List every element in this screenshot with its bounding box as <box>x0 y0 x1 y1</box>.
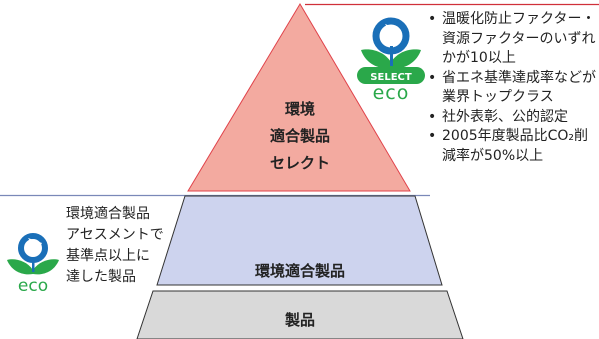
eco-criteria-line-4: 達した製品 <box>66 269 136 285</box>
criteria-item: 2005年度製品比CO₂削減率が50%以上 <box>428 127 598 166</box>
select-badge-text: SELECT <box>370 72 412 83</box>
criteria-item: 省エネ基準達成率などが業界トップクラス <box>428 69 598 108</box>
top-label-line-2: 適合製品 <box>269 127 330 145</box>
top-label-line-1: 環境 <box>284 100 315 118</box>
eco-select-logo-icon: SELECT eco <box>357 17 425 100</box>
select-criteria-list: 温暖化防止ファクター・資源ファクターのいずれかが10以上 省エネ基準達成率などが… <box>428 10 598 166</box>
eco-criteria-line-2: アセスメントで <box>66 227 164 243</box>
select-wordmark-text: eco <box>373 82 410 100</box>
pyramid-top-tier <box>187 3 411 192</box>
eco-criteria-line-3: 基準点以上に <box>66 248 150 264</box>
pyramid-middle-label: 環境適合製品 <box>254 262 345 280</box>
pyramid-middle-tier <box>156 195 443 286</box>
criteria-item: 温暖化防止ファクター・資源ファクターのいずれかが10以上 <box>428 10 598 69</box>
criteria-item: 社外表彰、公的認定 <box>428 108 598 128</box>
eco-criteria-text: 環境適合製品 アセスメントで 基準点以上に 達した製品 <box>66 204 181 288</box>
pyramid-base-label: 製品 <box>284 311 315 329</box>
eco-criteria-line-1: 環境適合製品 <box>66 206 150 222</box>
pyramid-base-tier <box>136 290 464 339</box>
top-label-line-3: セレクト <box>269 154 330 172</box>
pyramid-top-label: 環境 適合製品 セレクト <box>240 96 360 177</box>
eco-logo-icon: eco <box>7 233 59 294</box>
plain-wordmark-text: eco <box>18 276 48 294</box>
